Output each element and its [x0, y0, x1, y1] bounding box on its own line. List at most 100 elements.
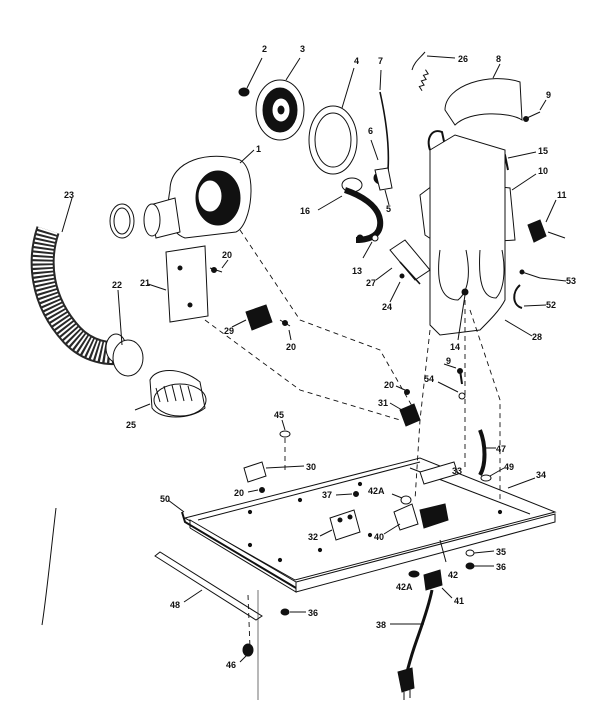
label-7: 7 [378, 56, 383, 66]
part-42a-bottom-nut [408, 570, 420, 578]
label-3: 3 [300, 44, 305, 54]
part-16-arm [317, 177, 384, 243]
label-8: 8 [496, 54, 501, 64]
label-15: 15 [538, 146, 548, 156]
label-40: 40 [374, 532, 384, 542]
label-10: 10 [538, 166, 548, 176]
label-26: 26 [458, 54, 468, 64]
part-48-runner [154, 551, 263, 621]
part-33-bracket [419, 461, 459, 485]
label-23: 23 [64, 190, 74, 200]
label-31: 31 [378, 398, 388, 408]
part-9b-screw [443, 363, 463, 385]
part-42-screw [439, 539, 447, 563]
part-49-grommet [480, 467, 505, 482]
label-52: 52 [546, 300, 556, 310]
label-42A-top: 42A [368, 486, 385, 496]
label-2: 2 [262, 44, 267, 54]
label-47: 47 [496, 444, 506, 454]
part-9-screw [523, 99, 547, 122]
label-36-left: 36 [308, 608, 318, 618]
part-45-plug [279, 419, 291, 438]
label-34: 34 [536, 470, 546, 480]
label-20-right: 20 [384, 380, 394, 390]
part-8-cover [444, 63, 523, 126]
part-47-tube [478, 429, 496, 477]
label-14: 14 [450, 342, 460, 352]
part-29-thermostat [231, 304, 273, 331]
label-1: 1 [256, 144, 261, 154]
label-48: 48 [170, 600, 180, 610]
label-50: 50 [160, 494, 170, 504]
part-30-bracket [243, 461, 305, 483]
part-38-power-cord [390, 589, 434, 700]
label-6: 6 [368, 126, 373, 136]
part-54-nut [437, 381, 466, 400]
label-9: 9 [546, 90, 551, 100]
label-46: 46 [226, 660, 236, 670]
label-36-right: 36 [496, 562, 506, 572]
part-labels: 2 3 26 8 4 7 9 6 1 15 10 5 11 23 16 22 2… [64, 44, 576, 670]
label-37: 37 [322, 490, 332, 500]
label-38: 38 [376, 620, 386, 630]
label-13: 13 [352, 266, 362, 276]
part-50-rail [167, 499, 297, 589]
margin-mark [41, 507, 57, 626]
label-42A-bottom: 42A [396, 582, 413, 592]
part-42a-top-nut [391, 493, 412, 505]
part-1-blower-housing [143, 149, 255, 239]
label-28: 28 [532, 332, 542, 342]
part-53-screw [519, 269, 567, 282]
part-36b-screw [280, 608, 306, 616]
label-16: 16 [300, 206, 310, 216]
label-4: 4 [354, 56, 359, 66]
part-3-blower-wheel [255, 57, 305, 141]
label-20-mid: 20 [286, 342, 296, 352]
part-35-washer [465, 549, 495, 557]
label-42: 42 [448, 570, 458, 580]
part-22-clamp [109, 203, 144, 377]
label-35: 35 [496, 547, 506, 557]
label-33: 33 [452, 466, 462, 476]
part-31-switch [389, 402, 421, 427]
part-52-hook [513, 284, 547, 309]
part-11-bracket [527, 199, 566, 243]
label-41: 41 [454, 596, 464, 606]
part-41-grommet [423, 569, 453, 599]
part-20c-screw [395, 385, 410, 395]
part-26-spring [411, 51, 456, 92]
label-32: 32 [308, 532, 318, 542]
part-4-disc [308, 67, 358, 175]
label-54: 54 [424, 374, 434, 384]
label-20-upper: 20 [222, 250, 232, 260]
part-36a-screw [465, 562, 494, 570]
label-29: 29 [224, 326, 234, 336]
part-28-housing [429, 134, 533, 337]
assembly-dashed-lines [204, 229, 501, 700]
part-13-washer [362, 234, 379, 259]
label-5: 5 [386, 204, 391, 214]
part-40-strain-relief [383, 503, 449, 535]
part-14-screw [457, 288, 469, 341]
label-21: 21 [140, 278, 150, 288]
label-25: 25 [126, 420, 136, 430]
label-49: 49 [504, 462, 514, 472]
label-30: 30 [306, 462, 316, 472]
label-20-lower: 20 [234, 488, 244, 498]
label-22: 22 [112, 280, 122, 290]
part-27-latch [375, 239, 431, 303]
label-45: 45 [274, 410, 284, 420]
part-20b-screw [279, 319, 292, 341]
label-9b: 9 [446, 356, 451, 366]
label-11: 11 [557, 190, 567, 200]
part-46-foot [239, 643, 254, 663]
part-20a-screw [209, 259, 229, 273]
label-24: 24 [382, 302, 392, 312]
part-7-rod [370, 69, 393, 206]
label-27: 27 [366, 278, 376, 288]
part-37-screw [335, 491, 359, 497]
part-32-terminal-block [319, 509, 361, 541]
part-2-knob [238, 57, 263, 97]
